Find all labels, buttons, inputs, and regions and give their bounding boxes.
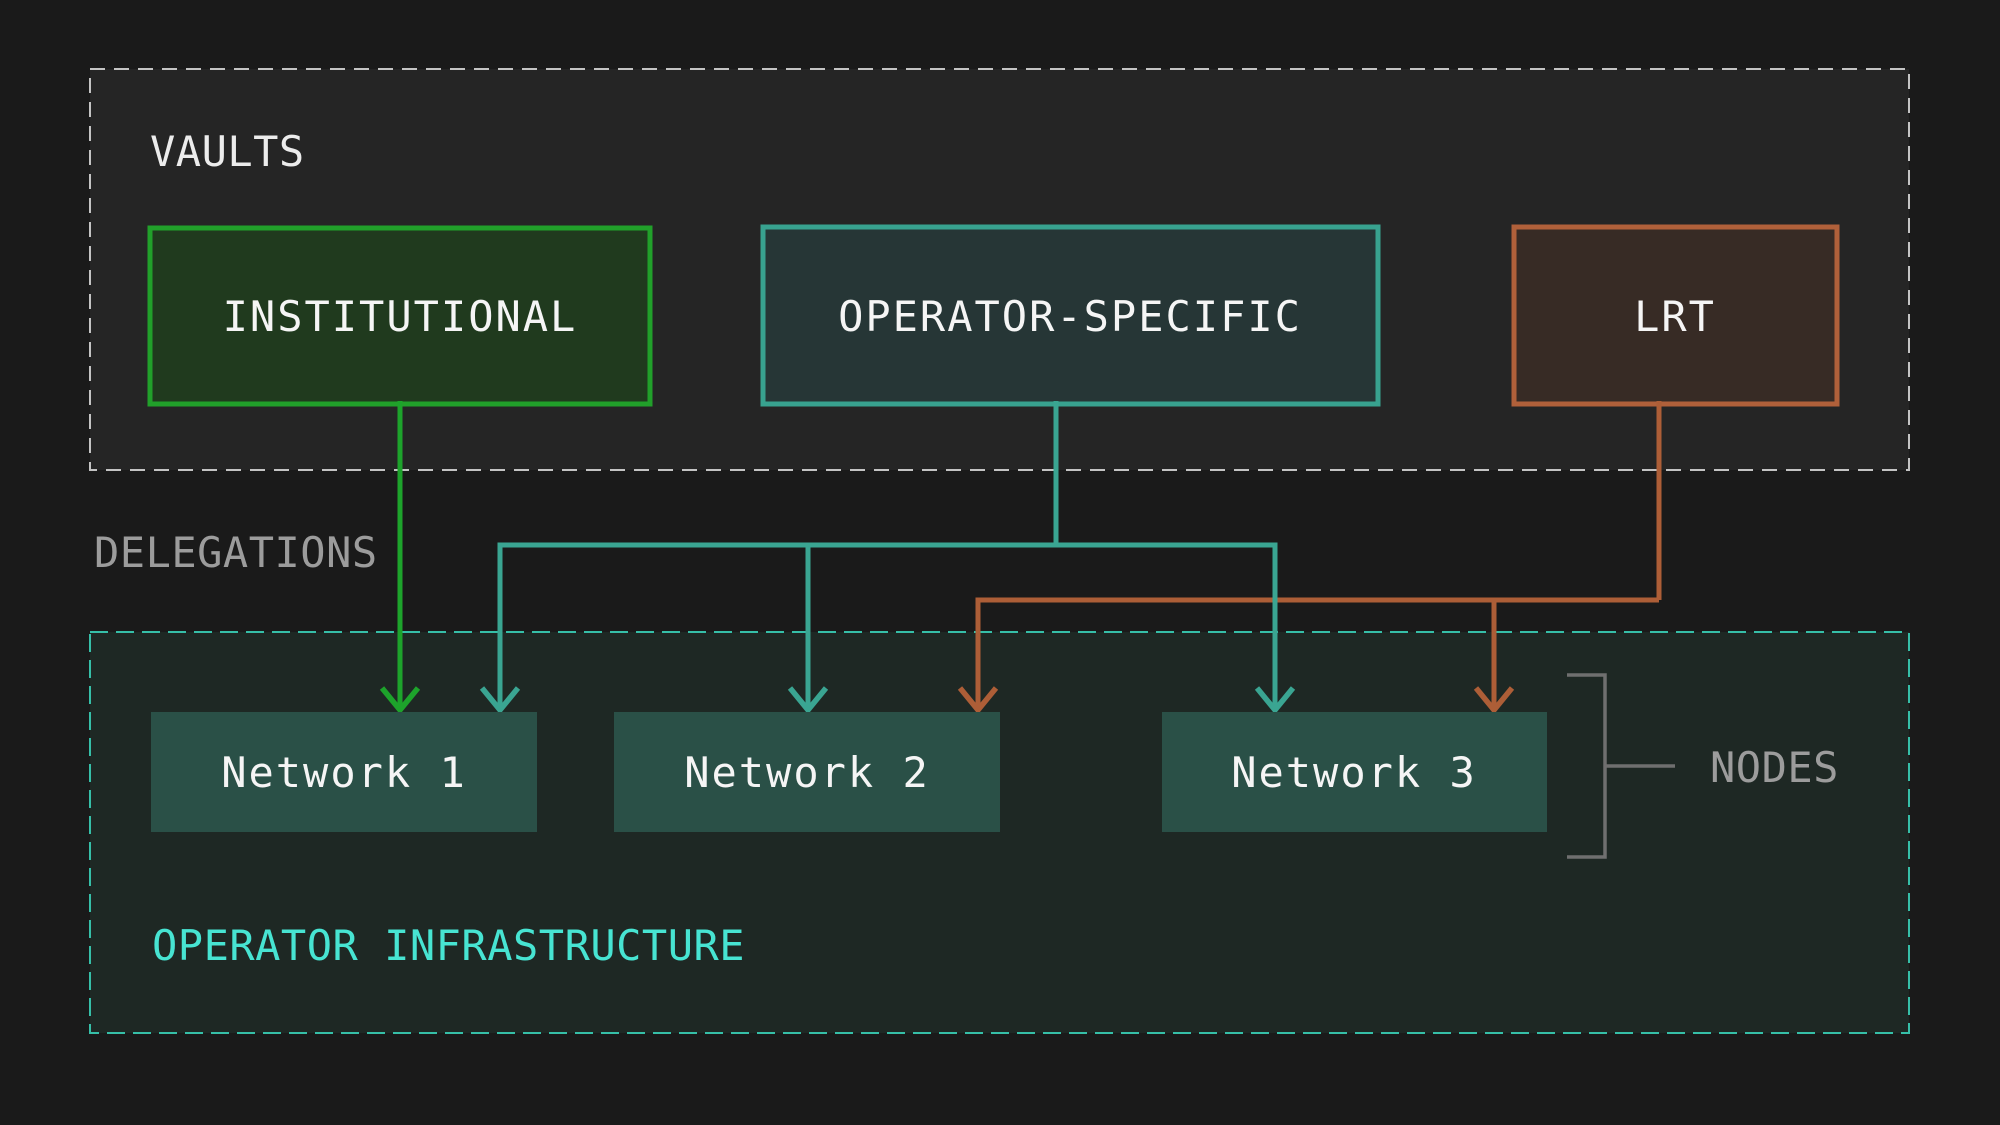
arrow-orange-network2-icon — [957, 686, 999, 715]
operator-infrastructure-label: OPERATOR INFRASTRUCTURE — [152, 921, 745, 970]
lrt-vault-label: LRT — [1634, 292, 1716, 341]
network-1-label: Network 1 — [221, 748, 467, 797]
network-2-box — [614, 712, 1000, 832]
nodes-bracket-icon — [1567, 673, 1675, 859]
nodes-label: NODES — [1710, 743, 1839, 792]
arrow-orange-network3-icon — [1473, 686, 1515, 715]
network-3-label: Network 3 — [1231, 748, 1477, 797]
network-3-box — [1162, 712, 1547, 832]
delegation-line-operator-branches — [497, 542, 1278, 708]
arrow-green-network1-icon — [379, 686, 421, 715]
operator-specific-vault-box — [760, 224, 1381, 407]
vaults-section-label: VAULTS — [150, 127, 305, 176]
institutional-vault-label: INSTITUTIONAL — [223, 292, 578, 341]
operator-specific-vault-label: OPERATOR-SPECIFIC — [838, 292, 1302, 341]
lrt-vault-box — [1511, 224, 1840, 407]
arrow-teal-network1-icon — [479, 686, 521, 715]
delegation-line-lrt-branch-network2 — [975, 597, 1659, 708]
network-1-box — [151, 712, 537, 832]
institutional-vault-box — [147, 225, 653, 407]
arrow-teal-network2-icon — [787, 686, 829, 715]
network-2-label: Network 2 — [684, 748, 930, 797]
delegations-label: DELEGATIONS — [94, 528, 378, 577]
arrow-teal-network3-icon — [1254, 686, 1296, 715]
operator-infrastructure-panel — [89, 631, 1910, 1034]
